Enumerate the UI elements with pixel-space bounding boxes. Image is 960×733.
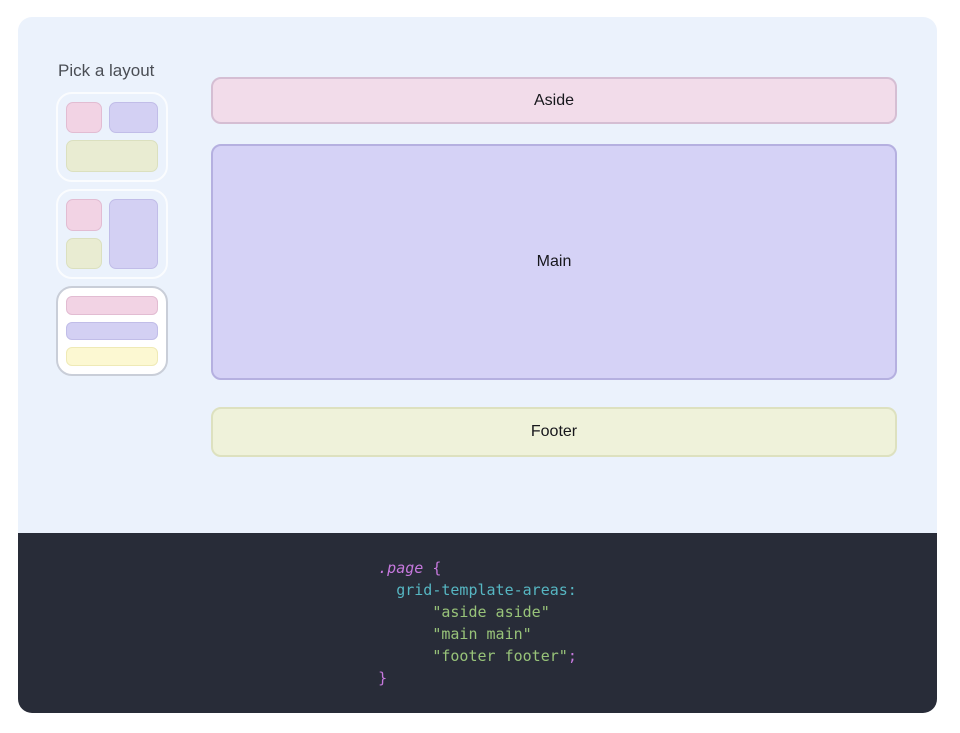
code-line: "aside aside" (378, 601, 577, 623)
code-line: "footer footer"; (378, 645, 577, 667)
layout-thumbnail (66, 296, 158, 367)
layout-preview: Aside Main Footer (211, 77, 897, 457)
mini-main-swatch (109, 199, 158, 269)
code-line: grid-template-areas: (378, 579, 577, 601)
code-selector: .page (378, 559, 424, 577)
code-semicolon: ; (567, 647, 577, 665)
layout-thumbnail (66, 199, 158, 269)
code-string-footer: "footer footer" (378, 647, 568, 665)
mini-footer-swatch (66, 237, 102, 269)
code-close-brace: } (378, 669, 388, 687)
mini-main-swatch (109, 102, 158, 133)
thumb-column (66, 199, 102, 269)
code-line: "main main" (378, 623, 577, 645)
mini-aside-swatch (66, 199, 102, 231)
css-code-block: .page { grid-template-areas: "aside asid… (378, 557, 577, 689)
mini-aside-swatch (66, 296, 158, 315)
layout-option-split-top-footer[interactable] (56, 92, 168, 182)
thumb-row (66, 102, 158, 133)
layout-thumbnail (66, 102, 158, 172)
mini-main-swatch (66, 321, 158, 341)
page-title: Pick a layout (58, 61, 155, 80)
preview-aside-region: Aside (211, 77, 897, 124)
layout-option-stacked-rows[interactable] (56, 286, 168, 376)
code-open-brace: { (423, 559, 442, 577)
code-string-aside: "aside aside" (378, 603, 550, 621)
code-line: .page { (378, 557, 577, 579)
preview-main-region: Main (211, 144, 897, 380)
code-panel: .page { grid-template-areas: "aside asid… (18, 533, 937, 713)
mini-footer-swatch (66, 139, 158, 172)
layout-options-list (56, 92, 168, 376)
aside-label: Aside (533, 91, 575, 109)
layout-option-sidebar-left[interactable] (56, 189, 168, 279)
layout-demo-card: Pick a layout (18, 17, 937, 713)
mini-footer-swatch (66, 347, 158, 367)
mini-aside-swatch (66, 102, 102, 133)
code-line: } (378, 667, 577, 689)
code-property: grid-template-areas: (378, 581, 577, 599)
picker-panel: Pick a layout (18, 17, 937, 533)
preview-footer-region: Footer (211, 407, 897, 457)
footer-label: Footer (530, 423, 578, 440)
code-string-main: "main main" (378, 625, 532, 643)
main-label: Main (536, 253, 572, 270)
